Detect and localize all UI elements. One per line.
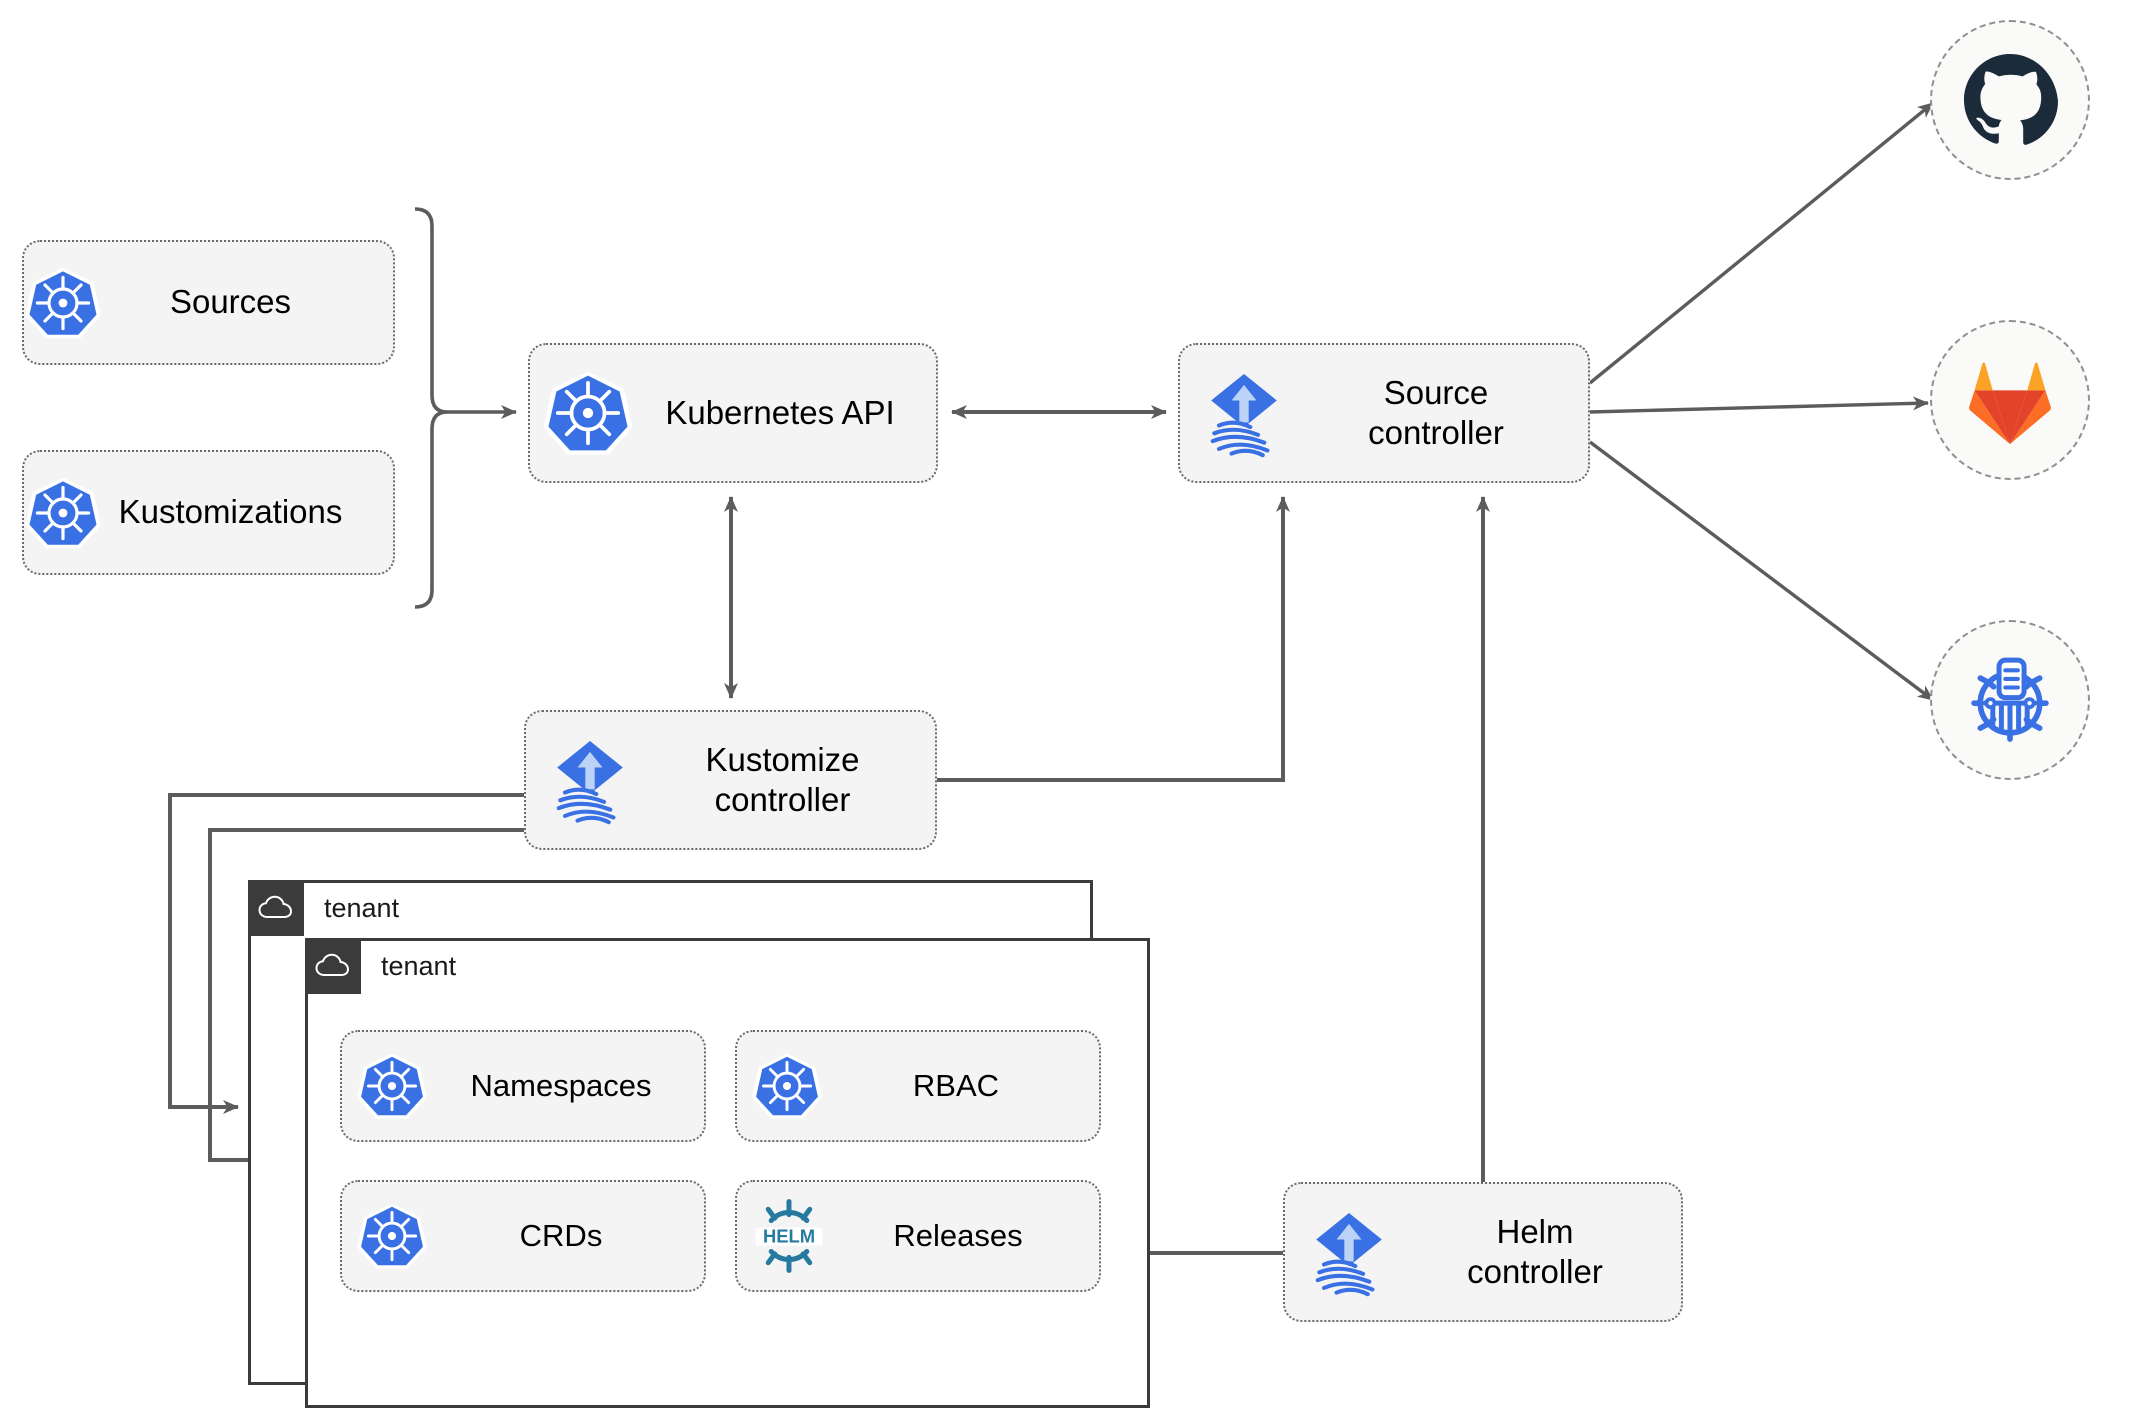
node-source-controller[interactable]: Source controller (1178, 343, 1590, 483)
chip-releases[interactable]: HELM Releases (735, 1180, 1101, 1292)
gitlab-icon (1962, 354, 2058, 446)
kubernetes-icon (24, 474, 102, 552)
chip-rbac[interactable]: RBAC (735, 1030, 1101, 1142)
remote-helm-repository[interactable] (1930, 620, 2090, 780)
brace-connector (414, 207, 448, 609)
tenant-tab-front: tenant (305, 938, 456, 994)
flux-icon (1180, 363, 1294, 463)
flux-icon (1285, 1202, 1399, 1302)
node-kubernetes-api[interactable]: Kubernetes API (528, 343, 938, 483)
chip-namespaces-label: Namespaces (470, 1068, 652, 1104)
chip-namespaces[interactable]: Namespaces (340, 1030, 706, 1142)
sourcectrl-gitlab-link (1589, 396, 1929, 414)
kubernetes-icon (342, 1200, 428, 1272)
chip-crds-label: CRDs (519, 1218, 603, 1254)
svg-text:HELM: HELM (763, 1226, 815, 1247)
tenant-container-front[interactable]: tenant (305, 938, 1150, 1408)
node-helm-controller[interactable]: Helm controller (1283, 1182, 1683, 1322)
node-kustomizations-label: Kustomizations (118, 493, 343, 531)
node-helm-controller-label: Helm controller (1467, 1212, 1603, 1290)
node-sources-label: Sources (169, 283, 292, 321)
github-icon (1962, 52, 2058, 148)
tenant-label-back: tenant (324, 892, 400, 923)
remote-gitlab[interactable] (1930, 320, 2090, 480)
kubernetes-icon (24, 264, 102, 342)
kubernetes-icon (342, 1050, 428, 1122)
flux-icon (526, 730, 640, 830)
node-sources[interactable]: Sources (22, 240, 395, 365)
chip-rbac-label: RBAC (912, 1068, 1000, 1104)
node-kustomize-controller[interactable]: Kustomize controller (524, 710, 937, 850)
tenant-label-front: tenant (381, 950, 457, 981)
chip-crds[interactable]: CRDs (340, 1180, 706, 1292)
node-kustomize-controller-label: Kustomize controller (705, 740, 860, 818)
remote-github[interactable] (1930, 20, 2090, 180)
sourcectrl-helmrepo-link (1588, 440, 1935, 702)
kubernetes-icon (737, 1050, 823, 1122)
node-source-controller-label: Source controller (1368, 373, 1504, 451)
tenant-tab-back: tenant (248, 880, 399, 936)
kustomizectrl-sourcectrl-link (937, 496, 1290, 782)
helm-bucket-icon (1960, 650, 2060, 750)
helm-icon: HELM (737, 1198, 827, 1274)
cloud-icon (305, 938, 361, 994)
chip-releases-label: Releases (893, 1218, 1023, 1254)
kubernetes-icon (530, 367, 634, 459)
sourcectrl-github-link (1588, 101, 1935, 385)
cloud-icon (248, 880, 304, 936)
node-kubernetes-api-label: Kubernetes API (665, 393, 895, 431)
node-kustomizations[interactable]: Kustomizations (22, 450, 395, 575)
